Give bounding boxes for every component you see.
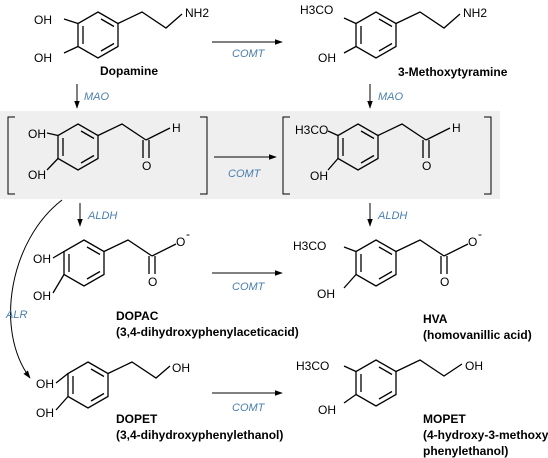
enzyme-aldh-1: ALDH bbox=[87, 210, 117, 222]
dopet-structure: OH OH OH bbox=[36, 361, 190, 420]
mopal-bracket-right bbox=[484, 116, 492, 195]
dopet-subtitle: (3,4-dihydroxyphenylethanol) bbox=[116, 428, 283, 442]
dopac-subtitle: (3,4-dihydroxyphenylaceticacid) bbox=[116, 325, 299, 339]
enzyme-aldh-2: ALDH bbox=[377, 210, 407, 222]
mopal-hydrogen-label: H bbox=[452, 121, 461, 135]
enzyme-mao-1: MAO bbox=[84, 91, 110, 103]
dopal-oh-top-label: OH bbox=[28, 127, 46, 141]
mopet-subtitle-line2: phenylethanol) bbox=[423, 444, 508, 458]
dopamine-amine-label: NH2 bbox=[185, 6, 209, 20]
mopet-methoxy-label: H3CO bbox=[296, 359, 329, 373]
dopal-bracket-left bbox=[7, 116, 15, 195]
methoxytyramine-methoxy-label: H3CO bbox=[300, 3, 333, 17]
mopet-oh-chain-label: OH bbox=[465, 359, 483, 373]
mopet-name: MOPET bbox=[423, 412, 466, 426]
methoxytyramine-name: 3-Methoxytyramine bbox=[398, 65, 508, 79]
dopac-name: DOPAC bbox=[116, 309, 159, 323]
hva-oh-label: OH bbox=[317, 287, 335, 301]
intermediate-panel bbox=[0, 111, 500, 199]
hva-methoxy-label: H3CO bbox=[293, 239, 326, 253]
dopet-oh-bottom-label: OH bbox=[36, 406, 54, 420]
dopac-oxygen-label: O bbox=[148, 275, 157, 289]
dopamine-name: Dopamine bbox=[100, 64, 158, 78]
hva-oxygen-label: O bbox=[440, 275, 449, 289]
enzyme-comt-1: COMT bbox=[232, 48, 266, 60]
dopac-oh-top-label: OH bbox=[33, 252, 51, 266]
methoxytyramine-amine-label: NH2 bbox=[463, 6, 487, 20]
mopal-oh-label: OH bbox=[310, 169, 328, 183]
enzyme-comt-2: COMT bbox=[228, 168, 262, 180]
mopal-methoxy-label: H3CO bbox=[295, 123, 328, 137]
dopal-bracket-right bbox=[200, 116, 208, 195]
enzyme-comt-4: COMT bbox=[232, 402, 266, 414]
hva-charge-label: - bbox=[478, 227, 482, 241]
enzyme-comt-3: COMT bbox=[232, 281, 266, 293]
dopet-name: DOPET bbox=[116, 412, 158, 426]
dopamine-oh-bottom-label: OH bbox=[34, 51, 52, 65]
dopal-oxygen-label: O bbox=[142, 159, 151, 173]
dopet-oh-chain-label: OH bbox=[172, 361, 190, 375]
hva-name: HVA bbox=[423, 312, 448, 326]
arrow-dopal-to-dopet bbox=[10, 199, 63, 379]
mopal-oxygen-label: O bbox=[422, 159, 431, 173]
dopal-hydrogen-label: H bbox=[172, 121, 181, 135]
dopal-structure: OH OH O H bbox=[28, 121, 181, 182]
methoxytyramine-oh-label: OH bbox=[318, 51, 336, 65]
hva-subtitle: (homovanillic acid) bbox=[423, 328, 532, 342]
dopet-oh-top-label: OH bbox=[36, 377, 54, 391]
mopal-bracket-left bbox=[282, 116, 290, 195]
dopac-structure: OH OH O O - bbox=[33, 227, 190, 303]
dopamine-oh-top-label: OH bbox=[34, 13, 52, 27]
mopet-oh-label: OH bbox=[318, 403, 336, 417]
hva-oxygen-anion-label: O bbox=[468, 235, 477, 249]
mopet-structure: H3CO OH OH bbox=[296, 359, 483, 417]
hva-structure: H3CO OH O O - bbox=[293, 227, 482, 301]
dopamine-structure: OH OH NH2 bbox=[34, 6, 209, 65]
enzyme-mao-2: MAO bbox=[378, 91, 404, 103]
mopal-structure: H3CO OH O H bbox=[295, 121, 461, 183]
enzyme-alr: ALR bbox=[5, 309, 27, 321]
dopac-oh-bottom-label: OH bbox=[33, 289, 51, 303]
mopet-subtitle-line1: (4-hydroxy-3-methoxy- bbox=[423, 428, 548, 442]
methoxytyramine-structure: H3CO OH NH2 bbox=[300, 3, 487, 65]
dopal-oh-bottom-label: OH bbox=[28, 168, 46, 182]
dopac-charge-label: - bbox=[186, 227, 190, 241]
dopac-oxygen-anion-label: O bbox=[176, 235, 185, 249]
